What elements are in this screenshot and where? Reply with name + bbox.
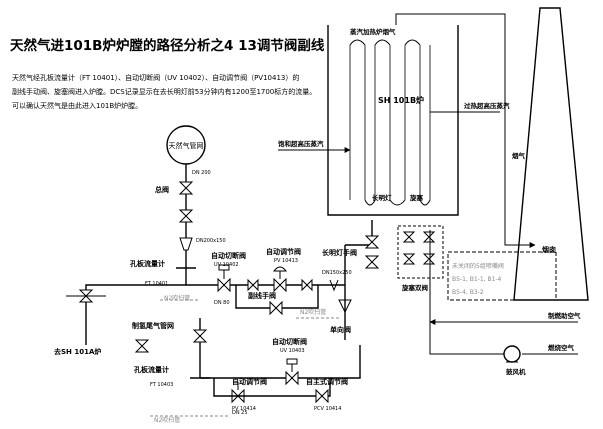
second-gas-path xyxy=(200,345,361,379)
main-valve-label: 总阀 xyxy=(155,185,169,194)
bypass-hand-valve xyxy=(269,300,283,316)
auto-cutoff-2-label: 自动切断阀 xyxy=(272,337,307,346)
stack-label: 烟囱 xyxy=(542,245,556,254)
pilot-label: 长明灯 xyxy=(372,193,392,202)
self-regulating-valve xyxy=(315,388,329,404)
furnace-sh101b xyxy=(327,25,459,216)
reducer-2 xyxy=(329,279,339,292)
reducer-symbol xyxy=(179,237,193,251)
gas-network-node: 天然气管网 xyxy=(166,125,206,165)
burner-valves xyxy=(402,231,436,265)
orifice-meter-2-label: 孔板流量计 xyxy=(134,365,169,374)
regulator-2-loop xyxy=(213,378,331,397)
dn25-label: DN 25 xyxy=(232,410,248,416)
auto-cutoff-valve-1 xyxy=(217,264,231,293)
auto-cutoff-label: 自动切断阀 xyxy=(211,251,246,260)
flue-gas-duct xyxy=(395,13,536,248)
dn200-top-label: DN 200 xyxy=(192,170,211,176)
burner-note-box xyxy=(447,251,557,301)
hydrogen-main-valve xyxy=(192,329,208,343)
n2-purge-label-2: N2吹扫管 xyxy=(300,308,326,316)
pv10414-tag: PV 10414 xyxy=(232,406,256,412)
pcv10414-tag: PCV 10414 xyxy=(314,406,341,412)
dn150x250-label: DN150x250 xyxy=(322,270,352,276)
spin-valve-label: 旋塞 xyxy=(409,193,424,202)
auto-regulator-label: 自动调节阀 xyxy=(266,247,301,256)
branch-valve-2 xyxy=(134,339,150,353)
preheated-air-label: 制燃助空气 xyxy=(548,311,581,320)
dn200x150-label: DN200x150 xyxy=(196,238,226,244)
dn80-label: DN 80 xyxy=(214,300,230,306)
furnace-name-label: SH 101B炉 xyxy=(378,95,424,105)
hydrogen-network-label: 制氢尾气管网 xyxy=(132,321,174,330)
auto-regulator-2-label: 自动调节阀 xyxy=(232,377,267,386)
auto-cutoff-valve-2 xyxy=(285,358,299,386)
to-101a-label: 去SH 101A炉 xyxy=(54,347,101,356)
gas-network-label: 天然气管网 xyxy=(169,141,204,150)
n2-purge-label-1: N2吹扫管 xyxy=(164,294,190,302)
burner-note-1: 未关闭的5组喷嘴阀 xyxy=(452,262,504,270)
blower-label: 鼓风机 xyxy=(506,367,526,376)
main-valve-symbol xyxy=(178,181,194,195)
burner-note-3: B5-4, B3-2 xyxy=(452,289,484,296)
bypass-valve-label: 副线手阀 xyxy=(248,291,276,300)
burner-note-2: B5-1, B1-1, B1-4 xyxy=(452,276,502,283)
intro-line-3: 可以确认天然气是由此进入101B炉炉膛。 xyxy=(12,101,142,110)
auto-regulator-valve-1 xyxy=(272,266,288,293)
blower-icon xyxy=(503,345,521,363)
plug-valve-group-label: 旋塞双阀 xyxy=(401,283,429,292)
saturated-in-label: 饱和超高压蒸汽 xyxy=(278,139,324,148)
n2-purge-label-3: N2吹扫管 xyxy=(154,416,180,424)
branch-to-101a xyxy=(85,284,186,345)
stack xyxy=(513,7,589,301)
pilot-manual-label: 长明灯手阀 xyxy=(322,248,357,257)
ft10403-tag: FT 10403 xyxy=(150,382,173,388)
pilot-valve-1 xyxy=(364,235,380,249)
superheated-out-label: 过热超高压蒸汽 xyxy=(464,101,510,110)
flue-gas-label: 烟气 xyxy=(512,151,526,160)
pv10413-tag: PV 10413 xyxy=(274,258,298,264)
pilot-line xyxy=(345,220,373,246)
intro-line-1: 天然气经孔板流量计（FT 10401）、自动切断阀（UV 10402）、自动调节… xyxy=(12,73,299,82)
check-valve-label: 单向阀 xyxy=(330,325,351,334)
ft10401-tag: FT 10401 xyxy=(145,281,168,287)
burner-valve-group xyxy=(397,225,444,279)
self-reg-valve-label: 自主式调节阀 xyxy=(306,377,348,386)
diagram-title: 天然气进101B炉炉膛的路径分析之4 13调节阀副线 xyxy=(10,37,325,54)
combustion-air-label: 燃烧空气 xyxy=(548,343,575,352)
uv10402-tag: UV 10402 xyxy=(214,262,239,268)
block-valve-downstream xyxy=(301,278,313,292)
block-valve-upstream xyxy=(247,278,259,292)
intro-line-2: 副线手动阀、旋塞阀进入炉膛。DCS记录显示在去长明灯前53分钟内有1200至17… xyxy=(12,87,316,96)
spool-valve-1 xyxy=(178,209,194,223)
uv10403-tag: UV 10403 xyxy=(280,348,305,354)
orifice-meter-label: 孔板流量计 xyxy=(130,259,165,268)
furnace-top-label: 蒸汽加热炉烟气 xyxy=(350,27,396,36)
air-to-furnace xyxy=(429,230,504,355)
pilot-valve-2 xyxy=(364,255,380,269)
